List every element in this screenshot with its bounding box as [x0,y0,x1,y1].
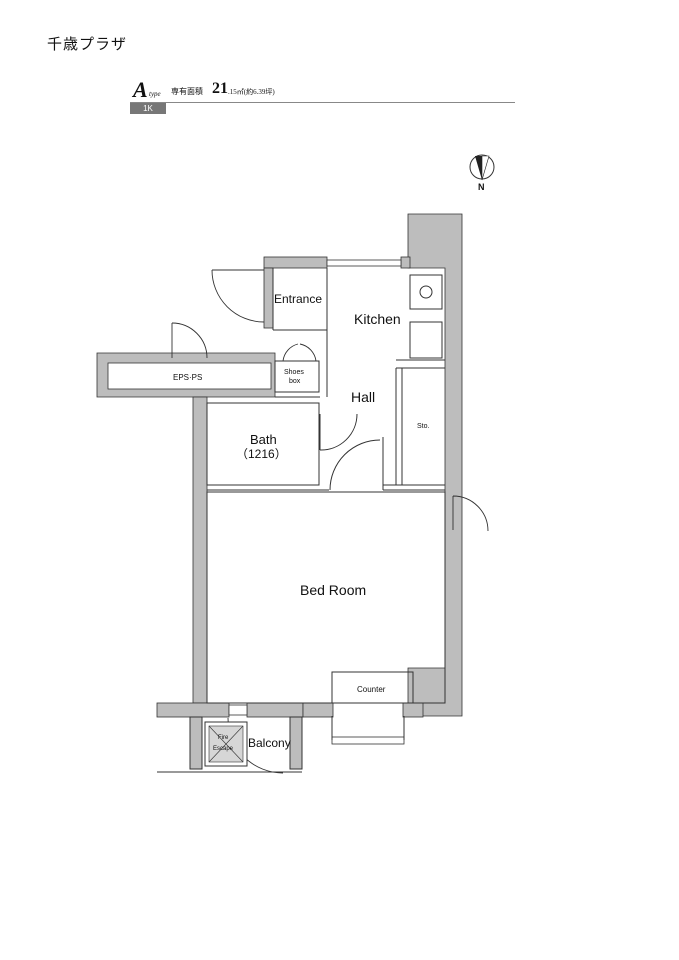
room-label-entrance: Entrance [274,292,322,306]
fire-escape-label-1: Fire [218,735,229,741]
room-label-shoes-1: Shoes [284,369,304,376]
room-label-hall: Hall [351,389,375,405]
area-unit: .15㎡(約6.39坪) [228,88,275,96]
room-label-balcony: Balcony [248,736,291,750]
windows [228,259,405,745]
balcony-outline [157,716,405,773]
room-label-eps: EPS·PS [173,373,202,382]
layout-badge: 1K [130,103,166,114]
compass-label: N [478,182,485,192]
room-label-bath: Bath [250,432,277,447]
area-label: 専有面積 [171,87,203,96]
building-name: 千歳プラザ [47,36,128,53]
walls [96,213,463,718]
header-rule [130,102,515,103]
room-label-shoes-2: box [289,378,301,385]
interior-lines [206,268,446,704]
fire-escape-hatch [204,721,248,767]
area-value: 21 [212,80,228,97]
room-label-counter: Counter [357,685,386,694]
unit-type-suffix: type [149,90,161,98]
unit-type-letter: A [133,77,148,102]
room-label-storage: Sto. [417,423,430,430]
fire-escape-label-2: Escape [213,746,234,752]
room-label-bath-size: （1216） [236,447,287,461]
room-label-kitchen: Kitchen [354,311,401,327]
room-label-bedroom: Bed Room [300,582,366,598]
north-compass-icon [469,154,495,181]
